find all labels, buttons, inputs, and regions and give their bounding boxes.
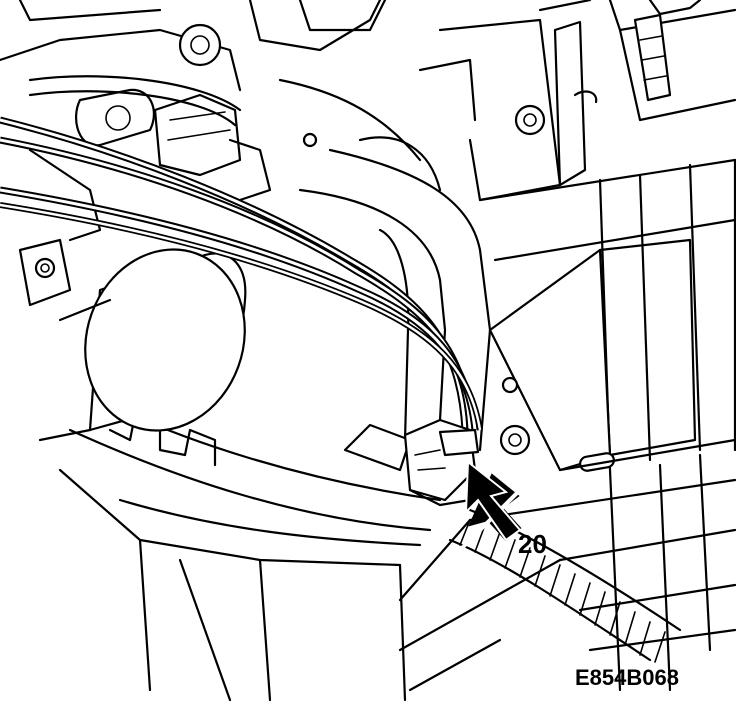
ribbed-housing — [398, 158, 736, 692]
callout-arrow — [458, 459, 542, 552]
corrugated-hose — [448, 508, 682, 663]
wiring-harness — [0, 75, 483, 431]
figure-reference-code: E854B068 — [575, 665, 679, 690]
mounting-bracket — [418, 0, 736, 202]
callout-number-label: 20 — [518, 529, 547, 559]
blower-motor — [18, 238, 247, 442]
electrical-connector — [343, 418, 480, 507]
upper-left-mechanism — [0, 0, 387, 242]
